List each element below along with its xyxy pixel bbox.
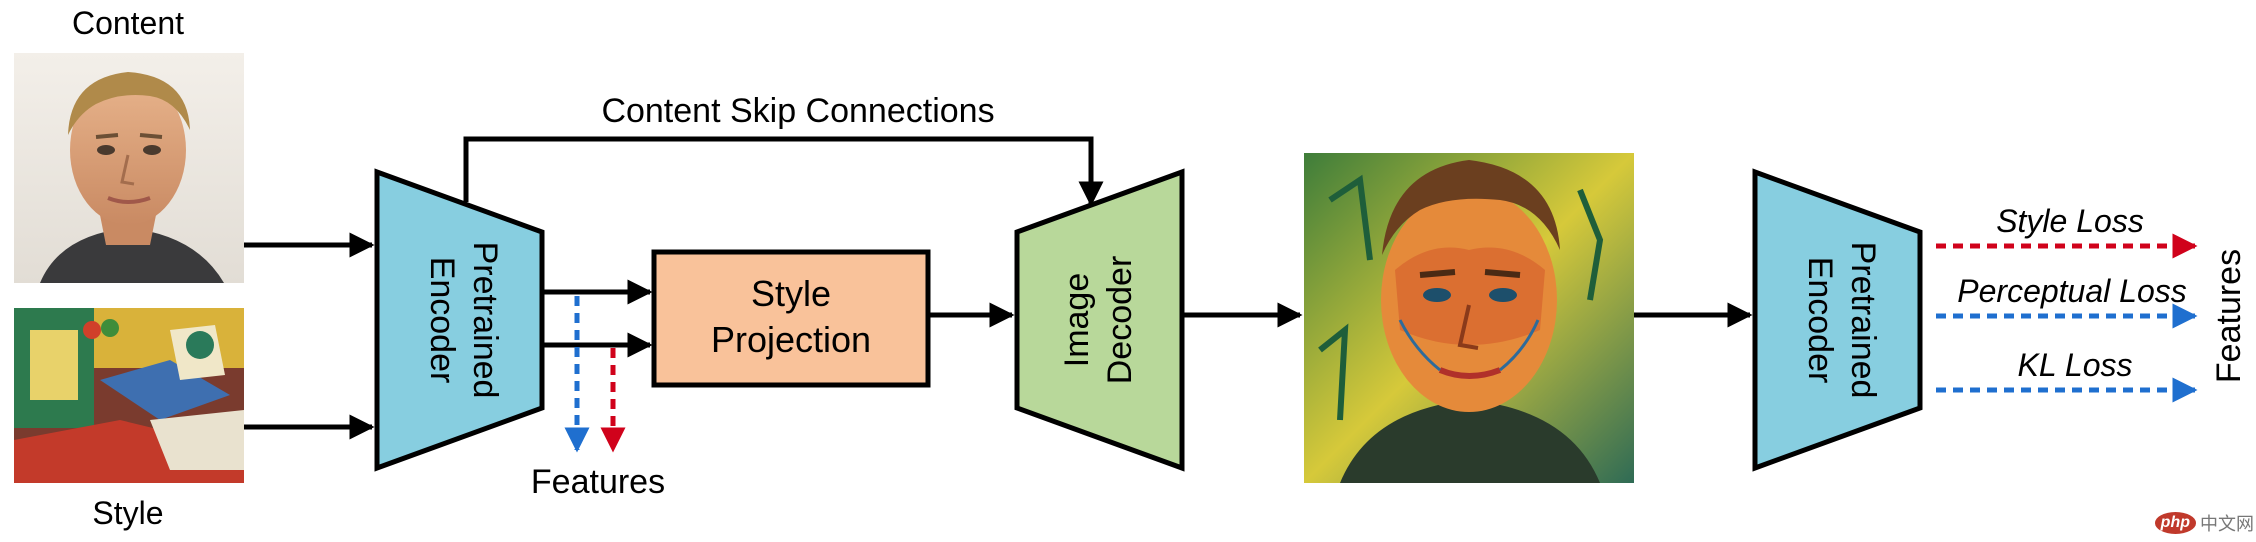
style-label: Style xyxy=(92,495,163,531)
stylized-output-image xyxy=(1304,153,1634,483)
style-projection-line1: Style xyxy=(751,273,831,314)
content-image xyxy=(14,53,244,283)
image-decoder: Image Decoder xyxy=(1014,168,1185,472)
encoder1-line1: Pretrained xyxy=(466,242,504,399)
decoder-line2: Decoder xyxy=(1101,256,1139,385)
watermark: php 中文网 xyxy=(2154,510,2254,536)
watermark-text: 中文网 xyxy=(2200,514,2254,534)
features-label: Features xyxy=(531,463,665,501)
watermark-logo: php xyxy=(2154,512,2196,534)
kl-loss-label: KL Loss xyxy=(2017,347,2132,383)
decoder-line1: Image xyxy=(1058,273,1096,368)
pretrained-encoder-2: Pretrained Encoder xyxy=(1752,168,1923,472)
skip-connection-line xyxy=(463,136,1104,207)
style-projection-line2: Projection xyxy=(711,319,871,360)
features-right-label: Features xyxy=(2210,249,2248,383)
encoder1-line2: Encoder xyxy=(423,257,461,384)
style-loss-label: Style Loss xyxy=(1996,203,2144,239)
encoder2-line2: Encoder xyxy=(1801,257,1839,384)
encoder2-line1: Pretrained xyxy=(1844,242,1882,399)
skip-connection-label: Content Skip Connections xyxy=(601,92,994,130)
style-projection-box: Style Projection xyxy=(651,249,931,388)
perceptual-loss-label: Perceptual Loss xyxy=(1957,273,2186,309)
pretrained-encoder-1: Pretrained Encoder xyxy=(374,168,545,472)
style-image xyxy=(14,308,244,483)
content-label: Content xyxy=(72,5,184,41)
